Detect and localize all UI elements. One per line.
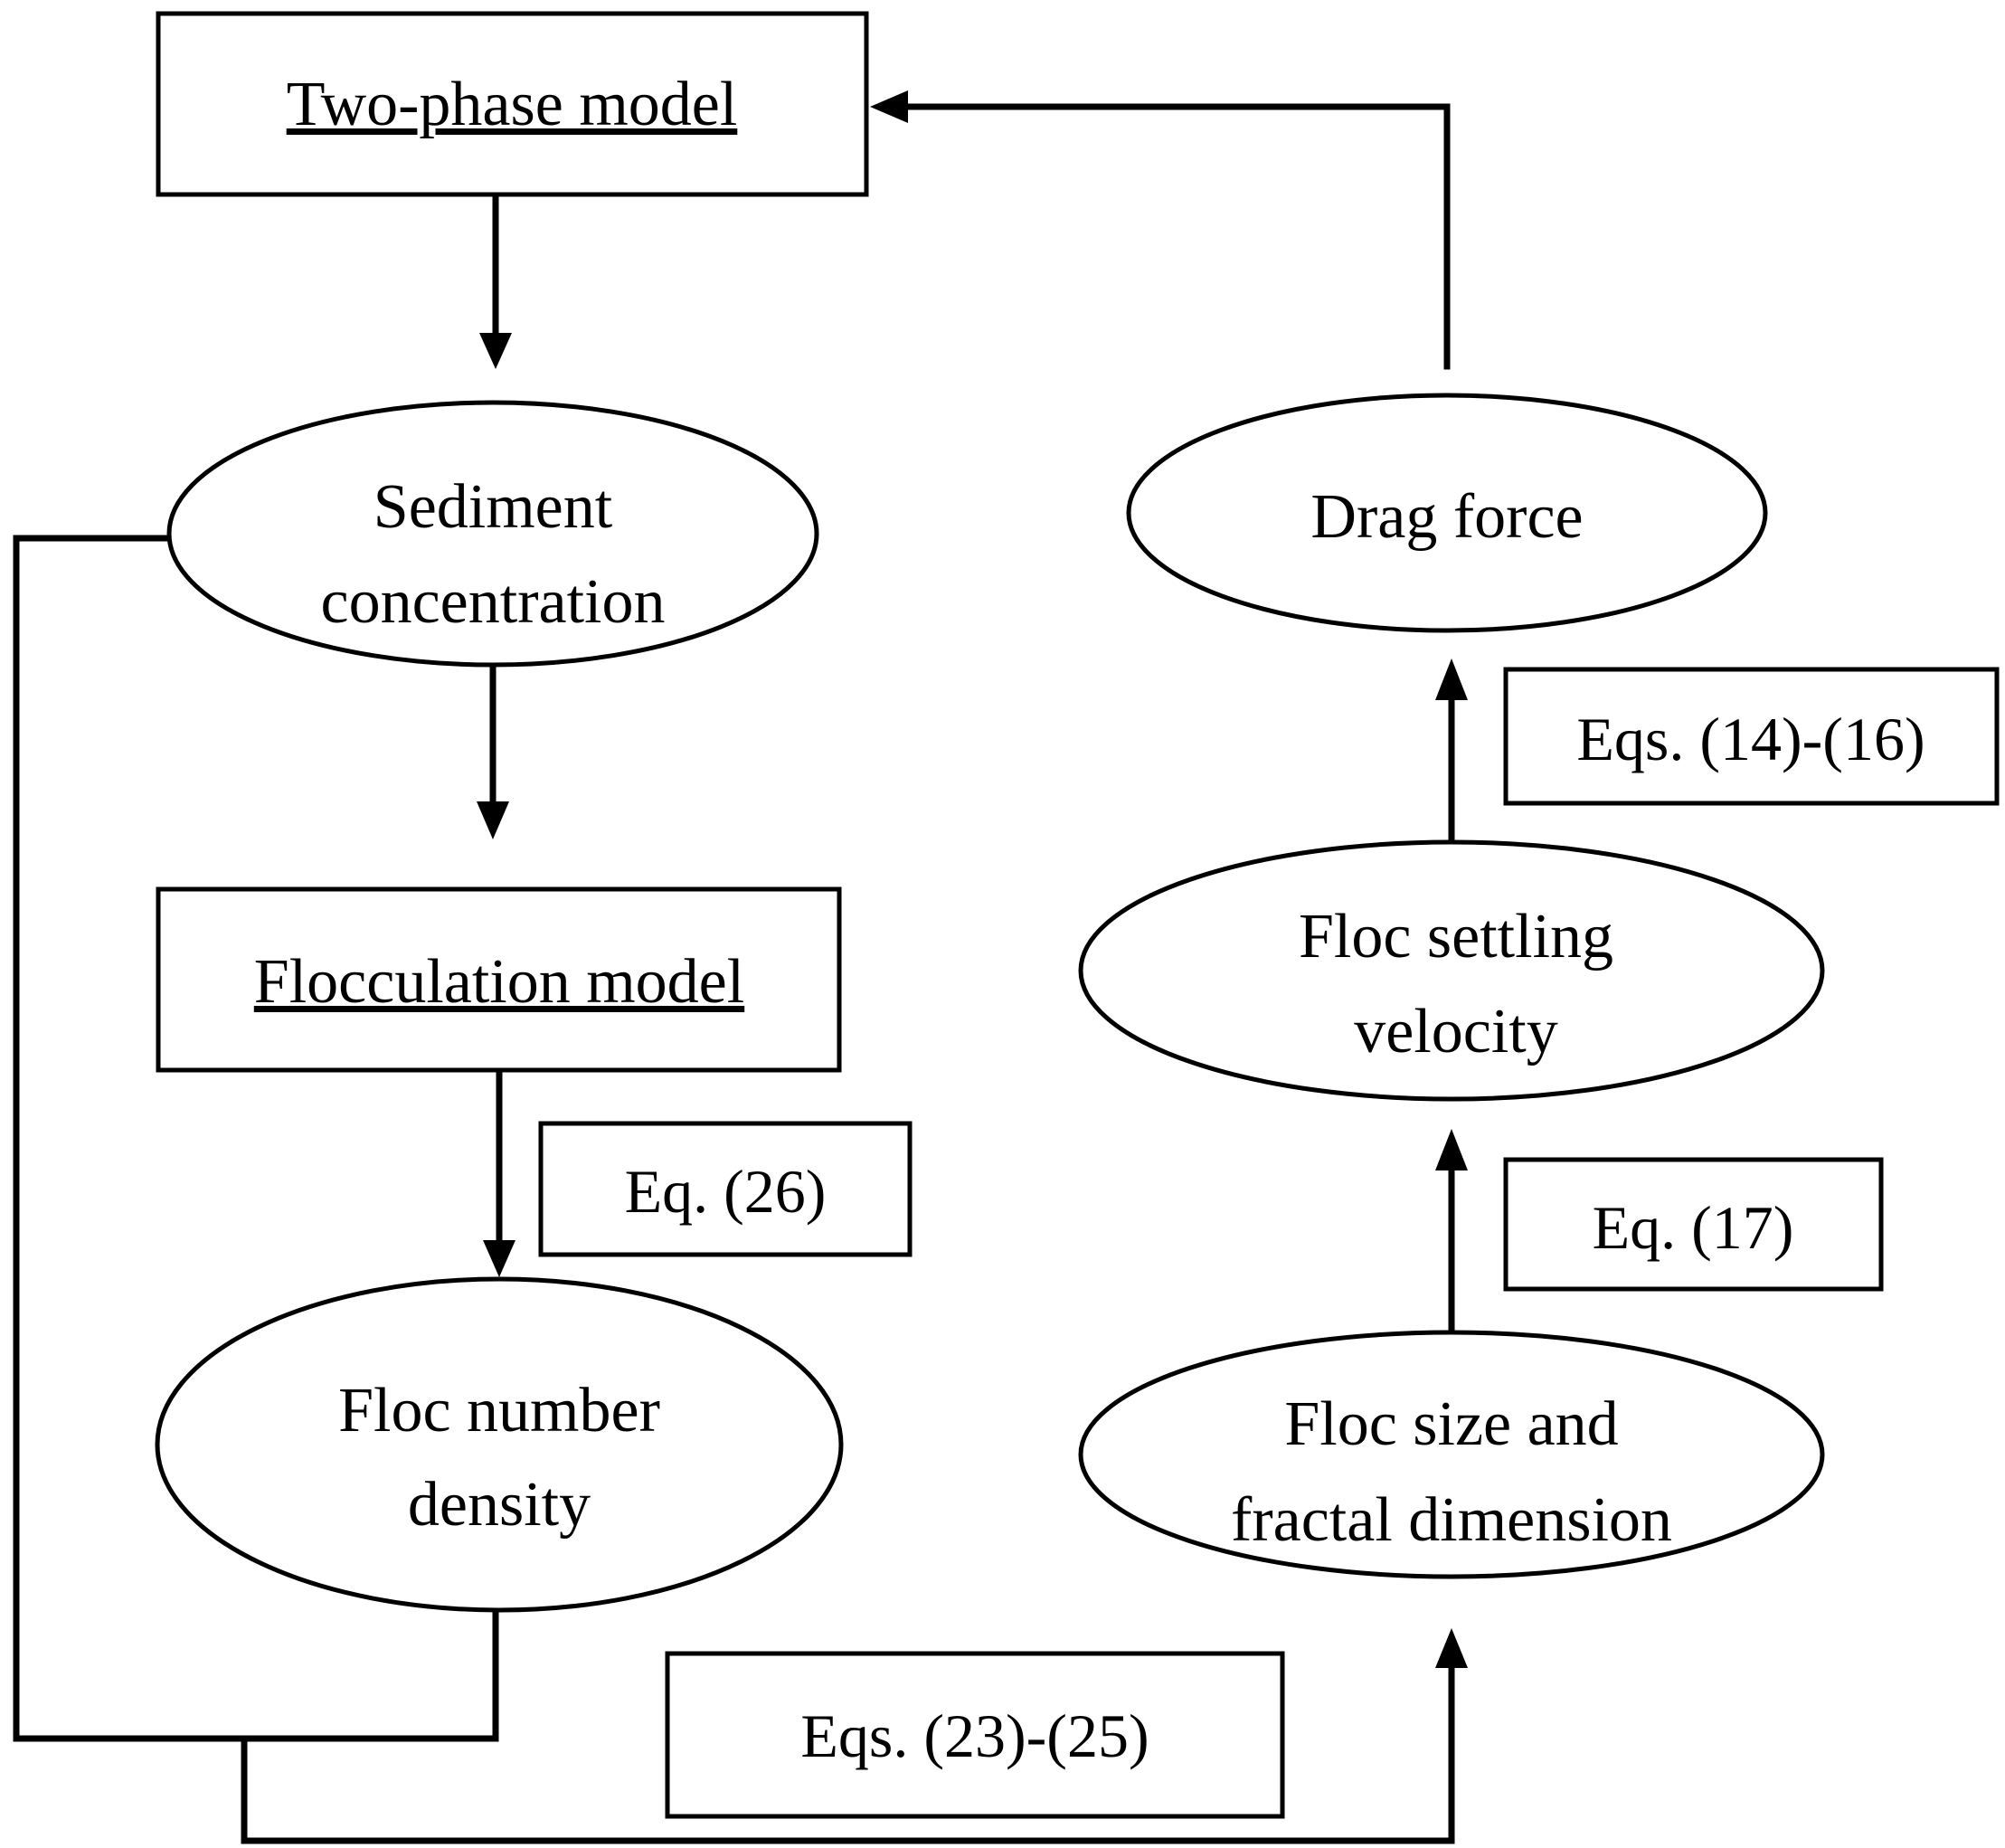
floc-number-density-line-2: density: [408, 1470, 591, 1540]
node-flocculation-model: Flocculation model: [156, 886, 842, 1073]
eq-26-text: Eq. (26): [625, 1157, 827, 1226]
arrow-sediment-to-flocculation: [477, 661, 509, 839]
floc-settling-velocity-line-2: velocity: [1354, 997, 1557, 1066]
connector-sediment-loop: [13, 535, 499, 1742]
node-sediment-concentration: Sediment concentration: [166, 400, 819, 668]
eqs-14-16-text: Eqs. (14)-(16): [1576, 705, 1925, 773]
arrow-to-floc-size: [241, 1628, 1468, 1844]
floc-size-fractal-line-1: Floc size and: [1284, 1389, 1618, 1459]
eqs-23-25-text: Eqs. (23)-(25): [800, 1701, 1149, 1770]
node-drag-force: Drag force: [1126, 393, 1768, 633]
flocculation-model-label: Flocculation model: [254, 947, 744, 1017]
node-two-phase-model: Two-phase model: [156, 11, 869, 197]
label-eq-17: Eq. (17): [1503, 1157, 1884, 1292]
arrow-flocculation-to-number-density: [483, 1068, 515, 1277]
drag-force-label: Drag force: [1310, 482, 1583, 552]
label-eq-26: Eq. (26): [538, 1121, 913, 1257]
floc-settling-velocity-line-1: Floc settling: [1299, 902, 1613, 971]
sediment-concentration-line-1: Sediment: [374, 472, 613, 542]
arrow-settling-to-drag: [1435, 659, 1468, 848]
node-floc-settling-velocity: Floc settling velocity: [1078, 839, 1825, 1102]
node-floc-size-fractal-dimension: Floc size and fractal dimension: [1078, 1330, 1825, 1579]
two-phase-model-label: Two-phase model: [287, 70, 738, 139]
arrow-size-to-settling: [1435, 1129, 1468, 1336]
sediment-concentration-line-2: concentration: [321, 567, 666, 637]
floc-number-density-line-1: Floc number: [338, 1376, 660, 1445]
node-floc-number-density: Floc number density: [155, 1276, 844, 1613]
arrow-twophase-to-sediment: [479, 194, 512, 369]
eq-17-text: Eq. (17): [1593, 1193, 1794, 1262]
label-eqs-14-16: Eqs. (14)-(16): [1503, 667, 2000, 806]
arrow-drag-to-twophase: [870, 90, 1451, 370]
floc-size-fractal-line-2: fractal dimension: [1231, 1485, 1672, 1555]
label-eqs-23-25: Eqs. (23)-(25): [665, 1651, 1285, 1819]
